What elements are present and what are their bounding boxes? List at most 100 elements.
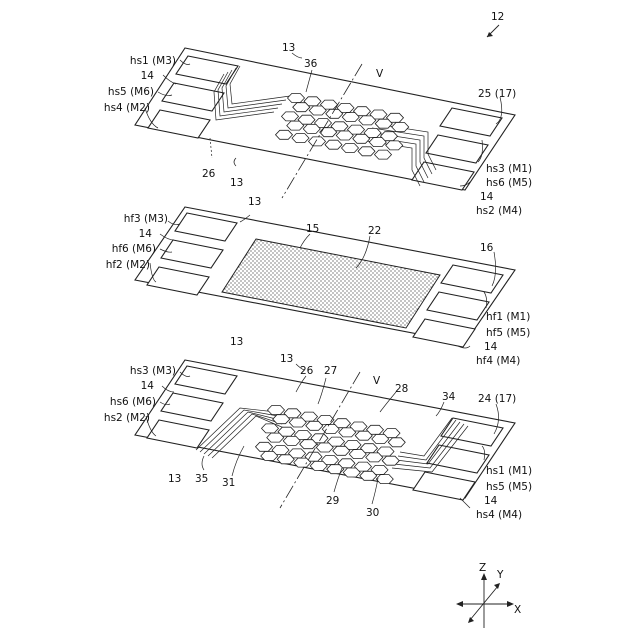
bot-leader-30 <box>372 478 378 504</box>
bot-hex-cell <box>273 415 290 424</box>
top-hex-cell <box>375 119 392 128</box>
bot-hex-cell <box>300 440 317 449</box>
label-14-bot-right: 14 <box>484 495 498 507</box>
coordinate-axes: Z Y X <box>456 562 521 628</box>
top-hex-cell <box>369 138 386 147</box>
label-27: 27 <box>324 365 337 377</box>
label-22: 22 <box>368 225 381 237</box>
label-35: 35 <box>195 473 208 485</box>
y-axis-arrowhead-neg <box>468 617 474 623</box>
label-25-17: 25 (17) <box>478 88 516 100</box>
label-hs4-m2-top: hs4 (M2) <box>104 102 150 114</box>
label-v-top: V <box>376 68 384 80</box>
label-hs5-m5-bot: hs5 (M5) <box>486 481 532 493</box>
label-hs4-m4-bot: hs4 (M4) <box>476 509 522 521</box>
bottom-layer: 13 hs3 (M3) 14 hs6 (M6) hs2 (M2) 26 27 V… <box>104 353 532 521</box>
label-34: 34 <box>442 391 456 403</box>
bot-hex-cell <box>310 461 327 470</box>
bot-hex-cell <box>256 442 273 451</box>
x-axis-arrowhead-neg <box>456 601 463 607</box>
top-hex-cell <box>375 150 392 159</box>
label-hs1-m1-bot: hs1 (M1) <box>486 465 532 477</box>
top-hex-cell <box>303 124 320 133</box>
label-hs1-m3-top: hs1 (M3) <box>130 55 176 67</box>
x-axis-arrowhead <box>507 601 514 607</box>
top-hex-cell <box>359 116 376 125</box>
bot-hex-cell <box>316 443 333 452</box>
label-13-bot-top: 13 <box>280 353 293 365</box>
figure-number: 12 <box>491 11 504 23</box>
label-hf6-m6: hf6 (M6) <box>112 243 156 255</box>
label-14-mid-right: 14 <box>484 341 498 353</box>
label-hf1-m1: hf1 (M1) <box>486 311 530 323</box>
top-hex-cell <box>276 130 293 139</box>
top-hex-cell <box>358 147 375 156</box>
bot-hex-cell <box>333 446 350 455</box>
bot-hex-cell <box>343 468 360 477</box>
top-hex-cell <box>336 131 353 140</box>
top-hex-cell <box>288 94 305 103</box>
middle-layer: 13 hf3 (M3) 14 hf6 (M6) hf2 (M2) 15 22 1… <box>106 196 531 367</box>
top-hex-cell <box>353 134 370 143</box>
bot-hex-cell <box>267 433 284 442</box>
bot-hex-cell <box>289 418 306 427</box>
label-hs3-m1-top: hs3 (M1) <box>486 163 532 175</box>
label-24-17: 24 (17) <box>478 393 516 405</box>
bot-hex-cell <box>382 456 399 465</box>
label-13-mid-top: 13 <box>248 196 261 208</box>
label-hs6-m6-bot: hs6 (M6) <box>110 396 156 408</box>
bot-hex-cell <box>262 424 279 433</box>
top-hex-cell <box>342 144 359 153</box>
z-axis-arrowhead <box>481 573 487 580</box>
label-15: 15 <box>306 223 319 235</box>
figure-number-arrowhead <box>487 32 493 37</box>
label-13-bot-bottom: 13 <box>168 473 181 485</box>
x-axis-label: X <box>514 604 521 616</box>
label-29: 29 <box>326 495 339 507</box>
top-hex-cell <box>309 106 326 115</box>
label-28: 28 <box>395 383 408 395</box>
label-30: 30 <box>366 507 379 519</box>
bot-leader-35 <box>202 456 204 470</box>
label-hs3-m3-bot: hs3 (M3) <box>130 365 176 377</box>
bot-hex-cell <box>277 455 294 464</box>
label-13-mid-bottom: 13 <box>230 336 243 348</box>
y-axis-label: Y <box>496 569 504 581</box>
label-26-bot: 26 <box>300 365 314 377</box>
label-hf3-m3: hf3 (M3) <box>124 213 168 225</box>
top-hex-cell <box>287 121 304 130</box>
bot-hex-cell <box>372 435 389 444</box>
bot-hex-cell <box>261 452 278 461</box>
bot-hex-cell <box>366 453 383 462</box>
label-14-mid-left: 14 <box>139 228 153 240</box>
top-hex-cell <box>386 141 403 150</box>
label-26-top: 26 <box>202 168 216 180</box>
label-14-top-left: 14 <box>141 70 155 82</box>
label-v-bot: V <box>373 375 381 387</box>
top-hex-cell <box>282 112 299 121</box>
label-13-top: 13 <box>282 42 295 54</box>
y-axis-arrowhead <box>494 583 500 589</box>
bot-leader-hs4 <box>460 498 470 508</box>
label-hf4-m4: hf4 (M4) <box>476 355 520 367</box>
label-hs5-m6-top: hs5 (M6) <box>108 86 154 98</box>
bot-hex-cell <box>355 431 372 440</box>
bot-hex-cell <box>339 428 356 437</box>
label-14-top-right: 14 <box>480 191 494 203</box>
label-hs2-m2-bot: hs2 (M2) <box>104 412 150 424</box>
top-layer: hs1 (M3) 14 hs5 (M6) hs4 (M2) 13 36 V 25… <box>104 42 532 217</box>
bot-hex-cell <box>388 438 405 447</box>
label-13-top-bottom: 13 <box>230 177 243 189</box>
top-hex-cell <box>342 113 359 122</box>
top-hex-cell <box>325 140 342 149</box>
bot-hex-cell <box>349 450 366 459</box>
top-hex-cell <box>320 128 337 137</box>
label-hs6-m5-top: hs6 (M5) <box>486 177 532 189</box>
top-leader-13b <box>234 158 236 166</box>
label-hf5-m5: hf5 (M5) <box>486 327 530 339</box>
bot-hex-cell <box>306 421 323 430</box>
top-hex-cell <box>309 137 326 146</box>
label-14-bot-left: 14 <box>141 380 155 392</box>
top-hex-cell <box>292 134 309 143</box>
